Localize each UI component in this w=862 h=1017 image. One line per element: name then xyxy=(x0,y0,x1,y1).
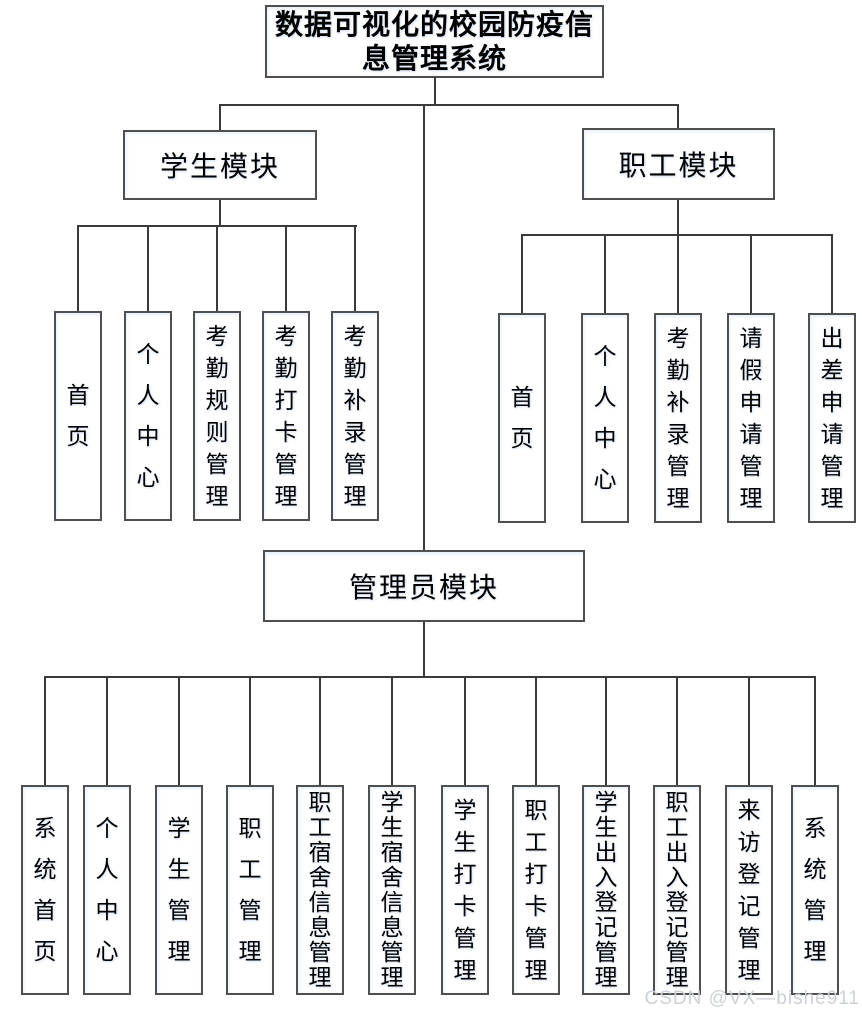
node-student-personal-center: 个人中心 xyxy=(124,311,172,521)
connector-line xyxy=(216,225,218,311)
staff-module-node: 职工模块 xyxy=(582,128,775,200)
node-admin-student-entry-exit-mgmt: 学生出入登记管理 xyxy=(582,785,630,995)
node-staff-personal-center: 个人中心 xyxy=(581,313,629,523)
node-staff-leave-request-mgmt: 请假申请管理 xyxy=(727,313,775,523)
connector-line xyxy=(535,676,537,785)
node-label: 个人中心 xyxy=(95,815,119,964)
node-label: 学生宿舍信息管理 xyxy=(380,789,404,990)
connector-line xyxy=(750,234,752,313)
node-admin-student-dorm-info-mgmt: 学生宿舍信息管理 xyxy=(368,785,416,995)
node-staff-attendance-makeup-mgmt: 考勤补录管理 xyxy=(654,313,702,523)
node-label: 考勤打卡管理 xyxy=(274,322,298,509)
connector-line xyxy=(44,676,816,678)
connector-line xyxy=(748,676,750,785)
connector-line xyxy=(106,676,108,785)
connector-line xyxy=(464,676,466,785)
connector-line xyxy=(319,676,321,785)
node-student-attendance-rules-mgmt: 考勤规则管理 xyxy=(193,311,241,521)
root-title-node: 数据可视化的校园防疫信息管理系统 xyxy=(265,5,604,78)
student-module-label: 学生模块 xyxy=(159,151,280,182)
connector-line xyxy=(178,676,180,785)
node-label: 学生打卡管理 xyxy=(453,796,477,983)
connector-line xyxy=(354,225,356,311)
connector-line xyxy=(521,234,523,313)
connector-line xyxy=(77,225,79,311)
connector-line xyxy=(605,676,607,785)
connector-line xyxy=(285,225,287,311)
node-admin-system-mgmt: 系统管理 xyxy=(791,785,839,995)
node-label: 个人中心 xyxy=(136,341,160,490)
staff-module-label: 职工模块 xyxy=(618,150,739,181)
admin-module-node: 管理员模块 xyxy=(263,550,585,622)
node-label: 考勤规则管理 xyxy=(205,322,229,509)
student-module-node: 学生模块 xyxy=(123,130,317,200)
connector-line xyxy=(604,234,606,313)
watermark: CSDN @VX—bishe911 xyxy=(644,988,860,1009)
connector-line xyxy=(44,676,46,785)
node-admin-system-home: 系统首页 xyxy=(21,785,69,995)
node-admin-visitor-registration-mgmt: 来访登记管理 xyxy=(725,785,773,995)
connector-line xyxy=(219,104,221,130)
node-admin-student-mgmt: 学生管理 xyxy=(155,785,203,995)
node-label: 职工管理 xyxy=(238,815,262,964)
node-admin-staff-dorm-info-mgmt: 职工宿舍信息管理 xyxy=(296,785,344,995)
node-label: 首页 xyxy=(510,384,534,451)
node-label: 首页 xyxy=(66,382,90,449)
node-label: 系统首页 xyxy=(33,815,57,964)
node-staff-home: 首页 xyxy=(498,313,546,523)
connector-line xyxy=(219,200,221,227)
connector-line xyxy=(676,676,678,785)
node-label: 来访登记管理 xyxy=(737,796,761,983)
node-label: 职工打卡管理 xyxy=(524,796,548,983)
node-admin-staff-clockin-mgmt: 职工打卡管理 xyxy=(512,785,560,995)
node-admin-personal-center: 个人中心 xyxy=(83,785,131,995)
node-student-attendance-makeup-mgmt: 考勤补录管理 xyxy=(331,311,379,521)
node-student-attendance-clockin-mgmt: 考勤打卡管理 xyxy=(262,311,310,521)
connector-line xyxy=(677,104,679,128)
connector-line xyxy=(249,676,251,785)
node-label: 个人中心 xyxy=(593,343,617,492)
connector-line xyxy=(423,622,425,678)
node-label: 考勤补录管理 xyxy=(343,322,367,509)
node-label: 学生出入登记管理 xyxy=(594,789,618,990)
root-title-label: 数据可视化的校园防疫信息管理系统 xyxy=(274,8,594,74)
connector-line xyxy=(814,676,816,785)
connector-line xyxy=(677,200,679,236)
connector-line xyxy=(423,104,425,550)
node-label: 请假申请管理 xyxy=(739,324,763,511)
node-label: 职工宿舍信息管理 xyxy=(308,789,332,990)
node-label: 系统管理 xyxy=(803,815,827,964)
connector-line xyxy=(677,234,679,313)
admin-module-label: 管理员模块 xyxy=(348,572,499,603)
node-admin-student-clockin-mgmt: 学生打卡管理 xyxy=(441,785,489,995)
connector-line xyxy=(391,676,393,785)
node-admin-staff-entry-exit-mgmt: 职工出入登记管理 xyxy=(653,785,701,995)
connector-line xyxy=(147,225,149,311)
connector-line xyxy=(831,234,833,313)
node-label: 考勤补录管理 xyxy=(666,324,690,511)
node-label: 职工出入登记管理 xyxy=(665,789,689,990)
node-label: 学生管理 xyxy=(167,815,191,964)
node-admin-staff-mgmt: 职工管理 xyxy=(226,785,274,995)
node-student-home: 首页 xyxy=(54,311,102,521)
node-staff-business-trip-request-mgmt: 出差申请管理 xyxy=(808,313,856,523)
node-label: 出差申请管理 xyxy=(820,324,844,511)
connector-line xyxy=(434,77,436,106)
connector-line xyxy=(219,104,679,106)
